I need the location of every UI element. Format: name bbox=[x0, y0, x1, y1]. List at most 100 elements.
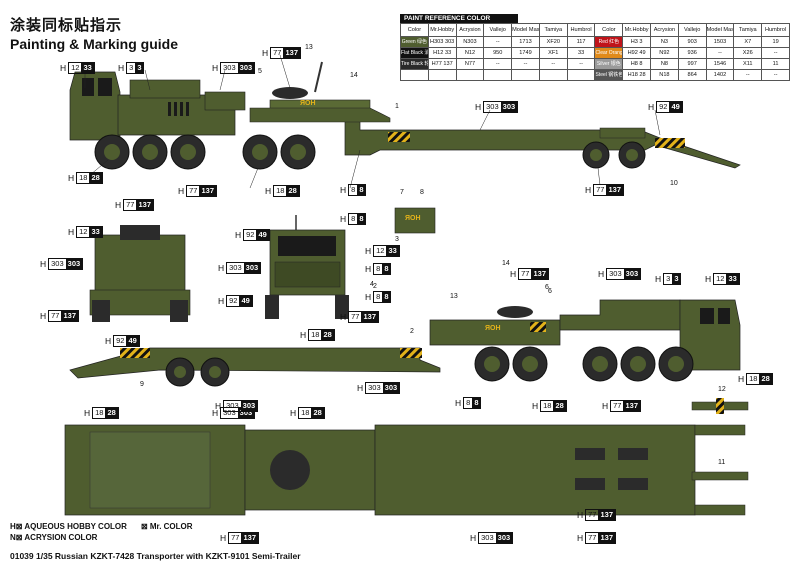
part-number: 4 bbox=[370, 281, 374, 288]
callout-prefix: H bbox=[218, 263, 225, 273]
callout-prefix: H bbox=[738, 374, 745, 384]
callout-prefix: H bbox=[212, 63, 219, 73]
callout-prefix: H bbox=[365, 246, 372, 256]
callout-prefix: H bbox=[510, 269, 517, 279]
callout-prefix: H bbox=[290, 408, 297, 418]
legend-aqueous: H⊠ AQUEOUS HOBBY COLOR bbox=[10, 522, 127, 531]
legend-acrysion: N⊠ ACRYSION COLOR bbox=[10, 533, 98, 542]
callout-prefix: H bbox=[68, 227, 75, 237]
callout-prefix: H bbox=[532, 401, 539, 411]
callout-prefix: H bbox=[262, 48, 269, 58]
top-view bbox=[64, 398, 749, 516]
part-number: 5 bbox=[258, 68, 262, 75]
side-view-middle bbox=[69, 299, 741, 387]
callout-prefix: H bbox=[357, 383, 364, 393]
title-english: Painting & Marking guide bbox=[10, 36, 179, 52]
part-number: 6 bbox=[548, 288, 552, 295]
callout-prefix: H bbox=[220, 533, 227, 543]
callout-prefix: H bbox=[68, 173, 75, 183]
callout-prefix: H bbox=[705, 274, 712, 284]
callout-prefix: H bbox=[365, 292, 372, 302]
callout-prefix: H bbox=[115, 200, 122, 210]
callout-prefix: H bbox=[577, 510, 584, 520]
part-number: 11 bbox=[718, 459, 726, 466]
part-number: 6 bbox=[545, 284, 549, 291]
front-view bbox=[265, 215, 349, 319]
part-number: 8 bbox=[420, 189, 424, 196]
callout-prefix: H bbox=[105, 336, 112, 346]
callout-prefix: H bbox=[40, 311, 47, 321]
part-number: 1 bbox=[395, 103, 399, 110]
decal-text-middle: ЯОН bbox=[485, 325, 501, 332]
callout-prefix: H bbox=[598, 269, 605, 279]
callout-prefix: H bbox=[602, 401, 609, 411]
callout-prefix: H bbox=[40, 259, 47, 269]
table-cell-model_master: 1402 bbox=[705, 69, 735, 81]
callout-prefix: H bbox=[648, 102, 655, 112]
callout-prefix: H bbox=[340, 312, 347, 322]
decal-text-detail: ЯОН bbox=[405, 215, 421, 222]
part-number: 14 bbox=[350, 72, 358, 79]
callout-prefix: H bbox=[585, 185, 592, 195]
table-cell-humbrol: -- bbox=[761, 69, 790, 81]
callout-prefix: H bbox=[340, 185, 347, 195]
part-number: 12 bbox=[718, 386, 726, 393]
callout-prefix: H bbox=[178, 186, 185, 196]
callout-prefix: H bbox=[84, 408, 91, 418]
callout-prefix: H bbox=[215, 401, 222, 411]
callout-prefix: H bbox=[655, 274, 662, 284]
callout-prefix: H bbox=[212, 408, 219, 418]
